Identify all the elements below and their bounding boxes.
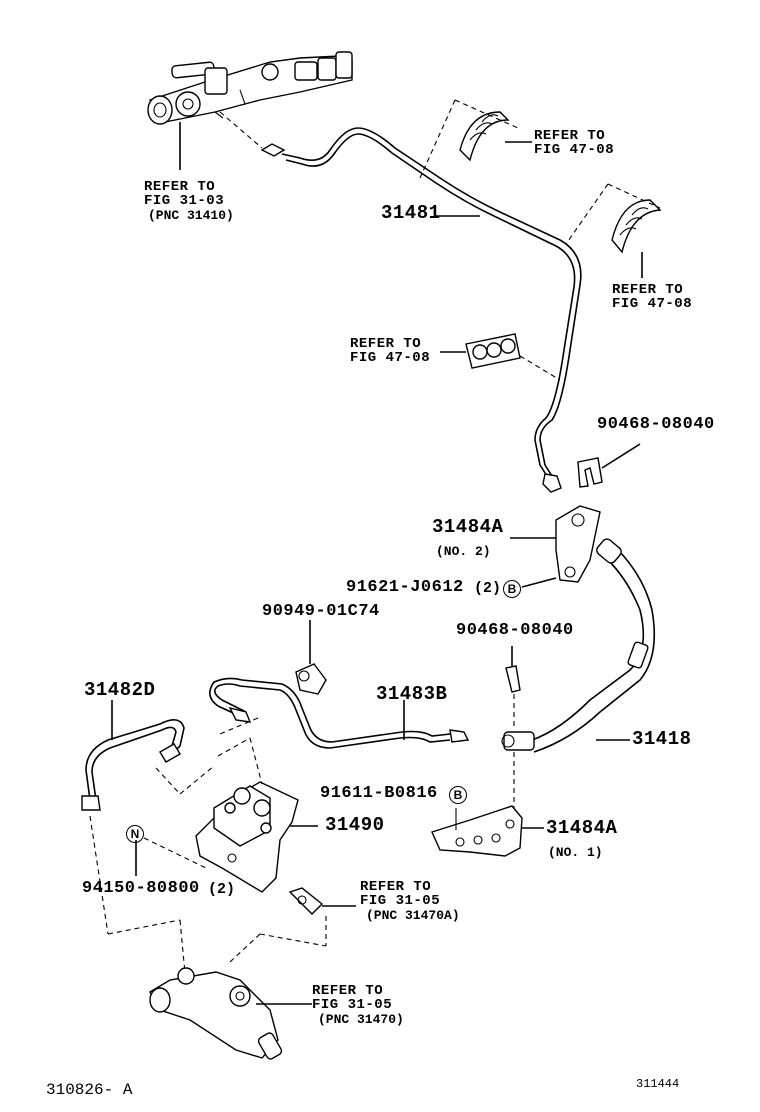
- bleeder-plug-drawing: [288, 887, 324, 915]
- footer-left-code: 310826- A: [46, 1081, 133, 1099]
- pipe-31483B-drawing: [209, 677, 470, 749]
- ref-clamp-top-line2: FIG 47-08: [534, 142, 615, 158]
- ref-release-lower-line1: REFER TO: [312, 983, 384, 999]
- bracket-no1-drawing: [431, 805, 523, 857]
- part-31490: 31490: [325, 814, 385, 836]
- part-90468-upper: 90468-08040: [597, 415, 715, 434]
- part-31483B: 31483B: [376, 683, 448, 705]
- ref-master-line1: REFER TO: [144, 179, 216, 195]
- part-90949: 90949-01C74: [262, 602, 380, 621]
- part-90468-lower: 90468-08040: [456, 621, 574, 640]
- ref-master-line3: (PNC 31410): [148, 208, 234, 223]
- mark-b-upper: B: [503, 580, 521, 598]
- hose-31418-drawing: [501, 538, 656, 753]
- part-31484A-upper-note: (NO. 2): [436, 544, 491, 559]
- master-cylinder-drawing: [147, 51, 353, 125]
- ref-clamp-right-line2: FIG 47-08: [612, 296, 693, 312]
- pipe-31481-drawing: [260, 127, 582, 493]
- part-31482D: 31482D: [84, 679, 156, 701]
- clamp-top-drawing: [459, 111, 510, 162]
- ref-clamp-mid-line1: REFER TO: [350, 336, 422, 352]
- ref-release-upper-line1: REFER TO: [360, 879, 432, 895]
- ref-release-upper-line3: (PNC 31470A): [366, 908, 460, 923]
- clamp-mid-drawing: [465, 333, 521, 369]
- union-90949-drawing: [295, 663, 327, 695]
- mark-b-lower: B: [449, 786, 467, 804]
- ref-clamp-mid-line2: FIG 47-08: [350, 350, 431, 366]
- pipe-31482D-drawing: [81, 719, 185, 811]
- part-31484A-lower: 31484A: [546, 817, 618, 839]
- ref-clamp-top-line1: REFER TO: [534, 128, 606, 144]
- part-31484A-upper: 31484A: [432, 516, 504, 538]
- bracket-31490-drawing: [195, 781, 299, 893]
- release-cylinder-drawing: [149, 967, 283, 1060]
- ref-release-upper-line2: FIG 31-05: [360, 893, 441, 909]
- part-31418: 31418: [632, 728, 692, 750]
- part-31484A-lower-note: (NO. 1): [548, 845, 603, 860]
- bracket-no2-drawing: [555, 505, 601, 583]
- ref-release-lower-line2: FIG 31-05: [312, 997, 393, 1013]
- ref-release-lower-line3: (PNC 31470): [318, 1012, 404, 1027]
- part-91621-qty: (2): [474, 580, 502, 597]
- part-94150-qty: (2): [208, 881, 236, 898]
- footer-right-code: 311444: [636, 1077, 680, 1091]
- ref-clamp-right-line1: REFER TO: [612, 282, 684, 298]
- ref-master-line2: FIG 31-03: [144, 193, 225, 209]
- clip-lower-drawing: [505, 665, 521, 693]
- clip-upper-drawing: [577, 457, 603, 488]
- part-31481: 31481: [381, 202, 441, 224]
- clamp-right-drawing: [611, 199, 662, 254]
- mark-n: N: [126, 825, 144, 843]
- part-91621: 91621-J0612: [346, 578, 464, 597]
- part-91611: 91611-B0816: [320, 784, 438, 803]
- part-94150: 94150-80800: [82, 879, 200, 898]
